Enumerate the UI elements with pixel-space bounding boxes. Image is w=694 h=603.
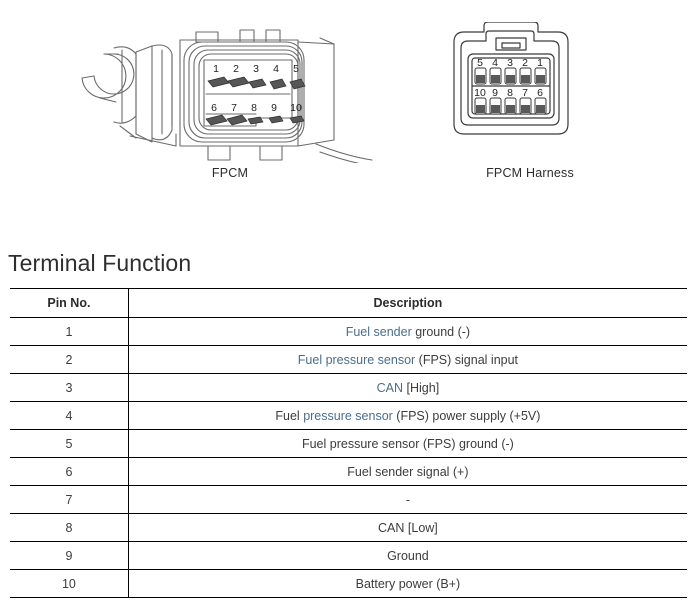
cell-pin-no: 2	[10, 345, 129, 374]
harness-pin-label-9: 9	[492, 87, 498, 99]
cell-pin-no: 6	[10, 457, 129, 486]
cell-description: CAN [High]	[128, 373, 687, 402]
cell-description: Fuel pressure sensor (FPS) power supply …	[128, 401, 687, 430]
fpcm-pin-label-10: 10	[290, 102, 302, 114]
harness-pin-label-7: 7	[522, 87, 528, 99]
cell-description: Fuel pressure sensor (FPS) signal input	[128, 345, 687, 374]
cell-pin-no: 1	[10, 317, 129, 346]
description-text-prefix: Battery power (B+)	[355, 576, 461, 591]
cell-description: Battery power (B+)	[128, 569, 687, 598]
fpcm-terminal-blades-bottom	[205, 114, 305, 126]
description-text-suffix: (FPS) power supply (+5V)	[392, 408, 541, 423]
cell-pin-no: 7	[10, 485, 129, 514]
table-header-row: Pin No. Description	[10, 288, 687, 318]
cell-pin-no: 8	[10, 513, 129, 542]
column-header-description: Description	[128, 288, 687, 318]
cell-pin-no: 5	[10, 429, 129, 458]
harness-pin-label-3: 3	[507, 57, 513, 69]
harness-pin-label-1: 1	[537, 57, 543, 69]
description-text-prefix: Fuel sender signal (+)	[347, 464, 469, 479]
table-row: 8 CAN [Low]	[10, 513, 687, 542]
column-header-pin-no: Pin No.	[10, 288, 129, 318]
harness-pin-label-5: 5	[477, 57, 483, 69]
cell-description: Ground	[128, 541, 687, 570]
fpcm-pin-label-9: 9	[271, 102, 277, 114]
harness-terminals-top	[476, 75, 545, 83]
fpcm-pin-label-7: 7	[231, 102, 237, 114]
table-row: 10 Battery power (B+)	[10, 569, 687, 598]
harness-pin-label-10: 10	[474, 87, 486, 99]
description-text-suffix: [High]	[403, 380, 440, 395]
cell-description: Fuel pressure sensor (FPS) ground (-)	[128, 429, 687, 458]
fpcm-pin-label-4: 4	[273, 63, 279, 75]
harness-terminals-bottom	[476, 105, 545, 113]
fpcm-pin-label-5: 5	[293, 63, 299, 75]
cell-description: -	[128, 485, 687, 514]
page-title: Terminal Function	[8, 250, 192, 276]
harness-pin-label-4: 4	[492, 57, 498, 69]
cell-description: Fuel sender ground (-)	[128, 317, 687, 346]
cell-pin-no: 9	[10, 541, 129, 570]
fpcm-pin-label-3: 3	[253, 63, 259, 75]
fpcm-connector-figure: 1 2 3 4 5 6 7 8 9 10	[70, 18, 390, 188]
description-text-prefix: Fuel pressure sensor (FPS) ground (-)	[301, 436, 514, 451]
harness-pin-label-8: 8	[507, 87, 513, 99]
description-link[interactable]: CAN	[376, 380, 404, 395]
fpcm-harness-drawing: 5 4 3 2 1 10 9 8 7 6	[453, 21, 569, 135]
cell-pin-no: 3	[10, 373, 129, 402]
fpcm-harness-figure: 5 4 3 2 1 10 9 8 7 6 FPCM Harness	[430, 21, 630, 187]
table-row: 9 Ground	[10, 541, 687, 570]
table-row: 6 Fuel sender signal (+)	[10, 457, 687, 486]
cell-pin-no: 10	[10, 569, 129, 598]
connector-diagrams: 1 2 3 4 5 6 7 8 9 10	[0, 0, 694, 200]
description-text-prefix: Fuel	[275, 408, 304, 423]
table-row: 5 Fuel pressure sensor (FPS) ground (-)	[10, 429, 687, 458]
description-text-suffix: ground (-)	[411, 324, 471, 339]
fpcm-connector-drawing: 1 2 3 4 5 6 7 8 9 10	[81, 29, 373, 167]
fpcm-figure-caption: FPCM	[211, 166, 249, 180]
description-link[interactable]: Fuel pressure sensor	[297, 352, 416, 367]
description-link[interactable]: pressure sensor	[303, 408, 393, 423]
description-text-prefix: CAN [Low]	[378, 520, 438, 535]
cell-pin-no: 4	[10, 401, 129, 430]
cell-description: CAN [Low]	[128, 513, 687, 542]
fpcm-pin-label-1: 1	[213, 63, 219, 75]
description-link[interactable]: Fuel sender	[345, 324, 412, 339]
harness-pin-label-6: 6	[537, 87, 543, 99]
description-text-prefix: Ground	[387, 548, 429, 563]
fpcm-pin-label-2: 2	[233, 63, 239, 75]
cell-description: Fuel sender signal (+)	[128, 457, 687, 486]
fpcm-pin-label-8: 8	[251, 102, 257, 114]
harness-pin-label-2: 2	[522, 57, 528, 69]
fpcm-pin-label-6: 6	[211, 102, 217, 114]
description-text-prefix: -	[405, 492, 410, 507]
table-row: 7-	[10, 485, 687, 514]
fpcm-terminal-blades-top	[207, 76, 306, 90]
harness-figure-caption: FPCM Harness	[486, 166, 574, 180]
description-text-suffix: (FPS) signal input	[415, 352, 519, 367]
